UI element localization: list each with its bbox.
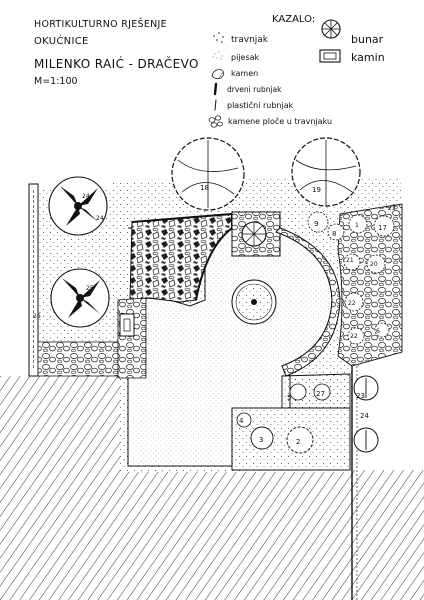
legend-symbol-wood-edge [213,82,218,96]
legend-label-stepping-stones: kamene ploče u travnjaku [228,116,332,126]
stepping-stones-left [117,297,147,379]
legend-label-plastic-edge: plastični rubnjak [227,100,294,110]
plant-number: 20 [370,261,378,268]
tree-left-top [48,176,108,236]
site-plan: 18 19 26 25 24 9 8 1 17 23 21 20 22 22 6… [0,137,424,600]
legend-symbol-fireplace [319,49,341,63]
legend-symbol-well [321,19,341,39]
plant-number: 23 [388,205,396,212]
plant-number: 1 [355,222,359,229]
legend-symbol-stepping-stones [208,115,223,128]
plant-number: 18 [200,184,209,192]
plant-number: 24 [82,193,90,200]
plant-number: 23 [356,392,365,400]
legend-label-wood-edge: drveni rubnjak [227,85,282,94]
title-line-2: OKUĆNICE [34,34,89,47]
plant-number: 26 [33,313,41,320]
tree-canopy-18 [171,137,245,211]
plant-number: 6 [376,328,380,335]
shrubs-right-strip [307,211,395,345]
legend-symbol-grass [213,32,224,43]
tree-canopy-right [291,137,361,207]
tree-small-23 [353,375,379,401]
legend-symbol-plastic-edge [214,99,217,111]
legend-symbol-sand [212,51,223,60]
plant-number: 22 [350,333,358,340]
legend-label-well: bunar [351,33,384,46]
legend-label-fireplace: kamin [351,51,385,64]
plant-number: 5 [287,394,291,402]
plant-number: 21 [346,257,354,264]
plant-number: 2 [296,438,300,446]
plant-number-labels: 18 19 26 25 24 9 8 1 17 23 21 20 22 22 6… [33,184,396,446]
plant-number: 9 [314,220,318,228]
title-line-3: MILENKO RAIĆ - DRAČEVO [34,56,199,71]
legend-label-grass: travnjak [231,35,269,45]
plant-number: 27 [316,390,325,398]
tree-left-bottom [50,268,110,328]
plant-number: 3 [259,436,263,444]
plant-number: 22 [348,300,356,307]
stone-border-left [37,341,121,377]
shrubs-bottom-bed [236,383,331,454]
legend: KAZALO: travnjak pijesak [208,14,385,128]
plant-number: 19 [312,186,321,194]
tree-small-24 [353,427,379,453]
legend-label-stone: kamen [231,69,258,78]
plant-number: 24 [360,412,369,420]
title-line-1: HORTIKULTURNO RJEŠENJE [34,18,167,30]
plant-number: 24 [96,215,104,222]
plant-number: 8 [332,230,336,238]
plant-number: 17 [378,224,387,232]
scale-label: M=1:100 [34,76,78,87]
well-area [231,211,281,257]
fireplace-icon [119,313,135,337]
legend-label-sand: pijesak [231,53,260,62]
legend-symbol-stone [211,69,225,80]
legend-heading: KAZALO: [272,14,315,25]
paved-house-zone [0,376,424,600]
central-circle [231,279,277,325]
title-block: HORTIKULTURNO RJEŠENJE OKUĆNICE MILENKO … [34,18,199,87]
plant-number: 25 [86,285,94,292]
plant-number: 4 [239,417,244,425]
